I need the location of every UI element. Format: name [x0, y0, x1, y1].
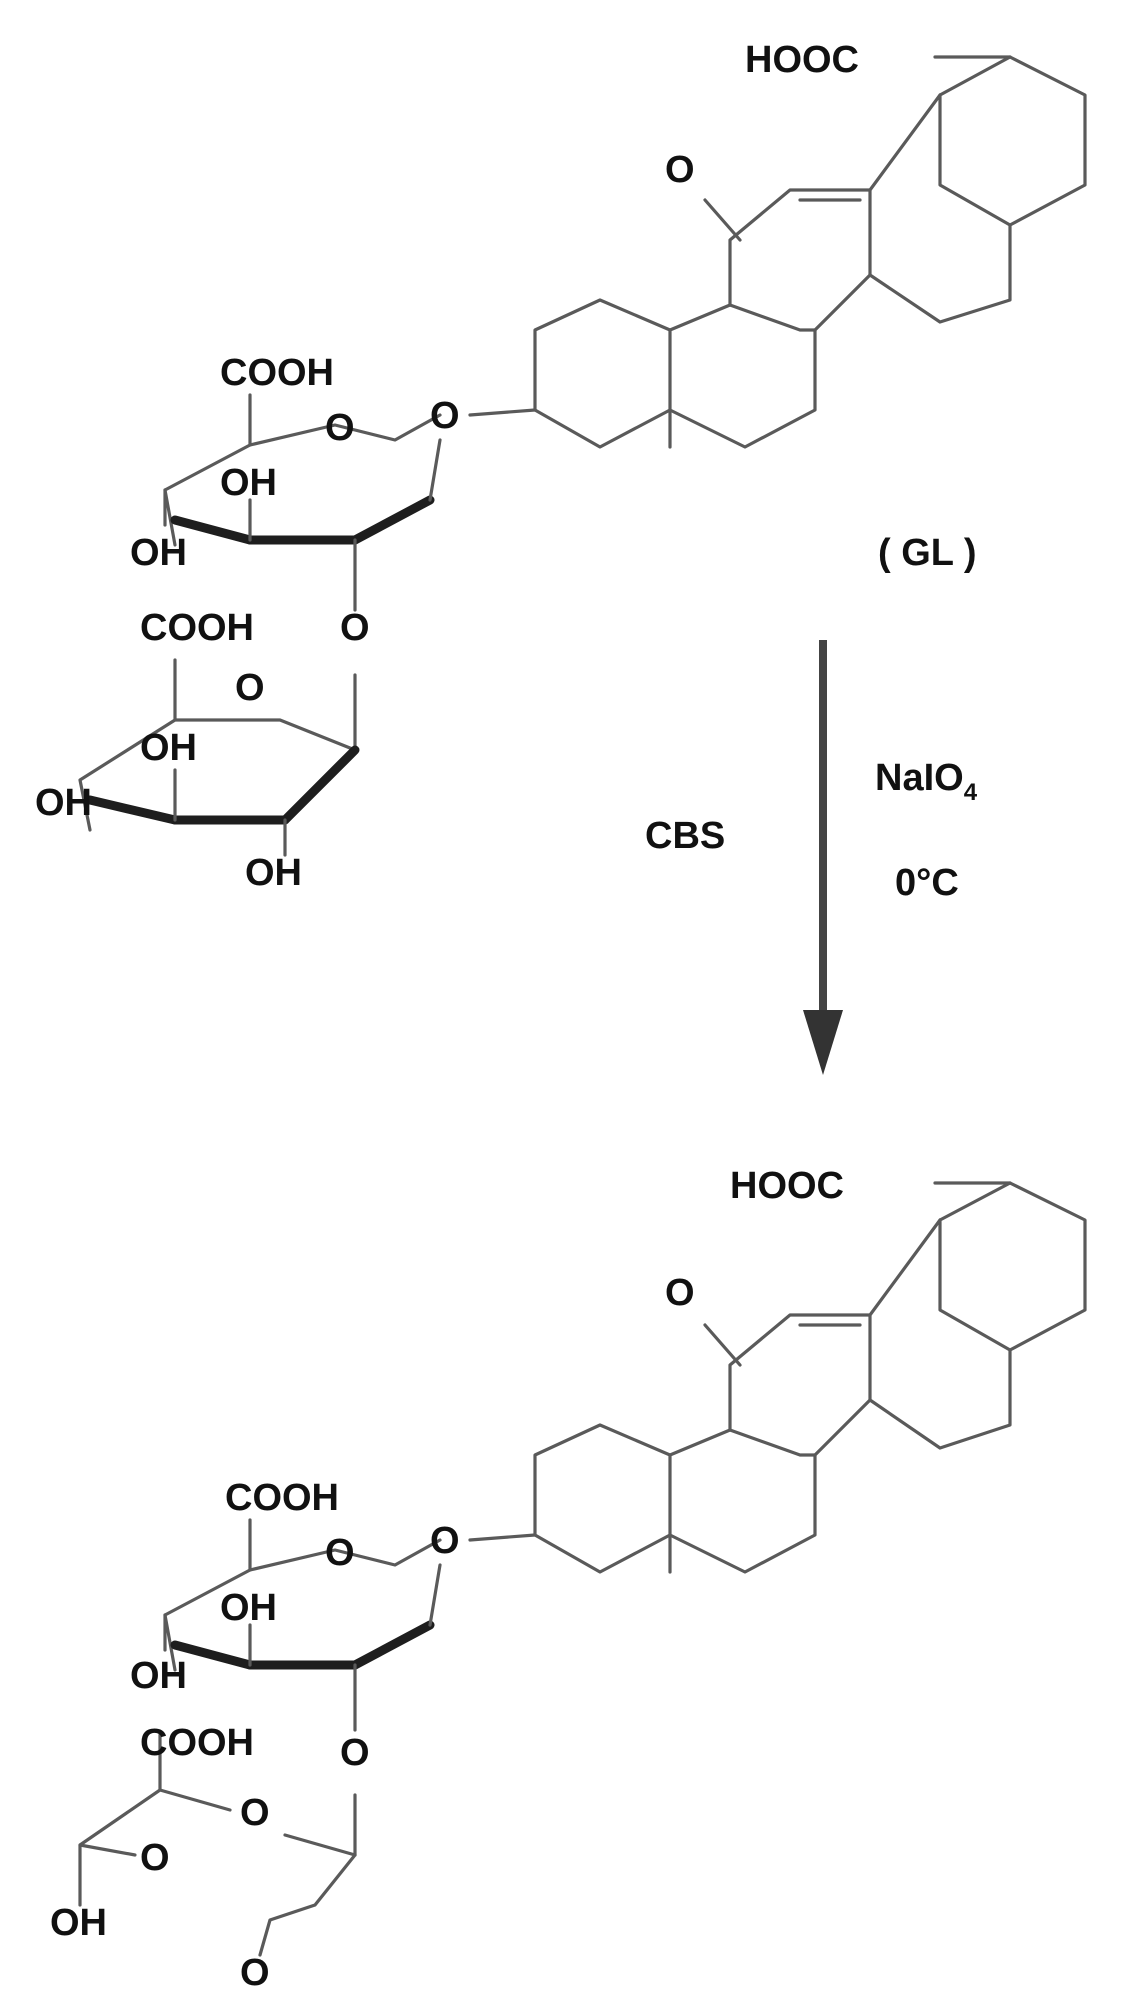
reagent-temperature-label: 0°C — [895, 862, 959, 904]
product-oh-label-2: OH — [130, 1655, 187, 1697]
reactant-oh-label-4: OH — [35, 782, 92, 824]
product-sugar-rings — [78, 1518, 442, 1957]
product-aldehyde-o-label-1: O — [140, 1837, 170, 1879]
product-linking-o-label: O — [340, 1732, 370, 1774]
product-ring-skeleton — [468, 1181, 1087, 1574]
reactant-oh-label-2: OH — [130, 532, 187, 574]
reactant-name-label: ( GL ) — [878, 532, 977, 574]
product-ketone-o-label: O — [665, 1272, 695, 1314]
reactant-ring-skeleton — [468, 55, 1087, 449]
reactant-oh-label-3: OH — [140, 727, 197, 769]
reactant-oh-label-5: OH — [245, 852, 302, 894]
product-hooc-label: HOOC — [730, 1165, 844, 1207]
reactant-cooh-label-1: COOH — [220, 352, 334, 394]
product-structure — [78, 1181, 1087, 1957]
product-aldehyde-o-label-2: O — [240, 1952, 270, 1994]
product-oh-label-1: OH — [220, 1587, 277, 1629]
reactant-oh-label-1: OH — [220, 462, 277, 504]
product-oh-label-3: OH — [50, 1902, 107, 1944]
reactant-hooc-label: HOOC — [745, 39, 859, 81]
reaction-arrow — [803, 640, 843, 1075]
reactant-ring-o-label-2: O — [235, 667, 265, 709]
reactant-cooh-label-2: COOH — [140, 607, 254, 649]
reactant-structure — [78, 55, 1087, 857]
reactant-linking-o-label: O — [340, 607, 370, 649]
reagent-naio4-main: NaIO — [875, 757, 964, 799]
product-cooh-label-2: COOH — [140, 1722, 254, 1764]
reagent-naio4-label: NaIO4 — [875, 757, 978, 806]
product-ring-o-label-1: O — [325, 1532, 355, 1574]
product-ring-o-label-2: O — [240, 1792, 270, 1834]
reactant-sugar-rings — [78, 393, 442, 857]
reactant-ketone-o-label: O — [665, 149, 695, 191]
product-glycoside-o-label: O — [430, 1520, 460, 1562]
reagent-naio4-subscript: 4 — [964, 779, 978, 806]
reagent-cbs-label: CBS — [645, 815, 725, 857]
reactant-glycoside-o-label: O — [430, 395, 460, 437]
reactant-ring-o-label-1: O — [325, 407, 355, 449]
product-cooh-label-1: COOH — [225, 1477, 339, 1519]
